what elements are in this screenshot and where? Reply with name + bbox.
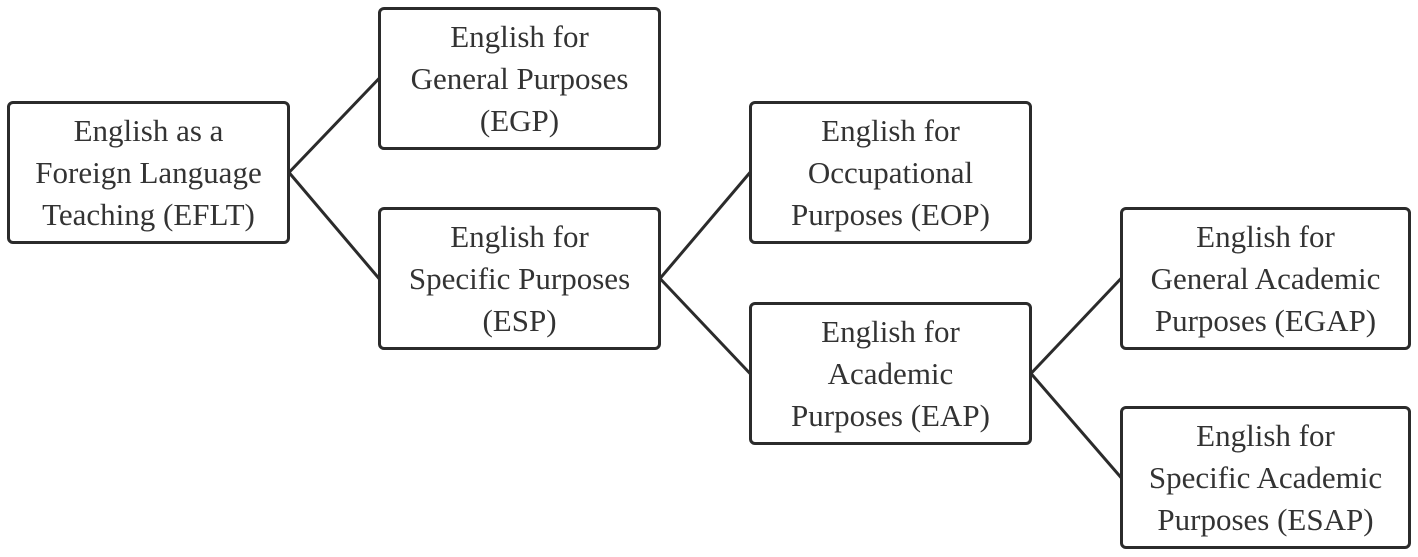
node-label-egp: English for General Purposes (EGP) — [411, 16, 629, 142]
edge-eflt-to-egp — [287, 77, 381, 174]
node-eflt-line-2: Foreign Language — [35, 154, 262, 190]
node-eap-line-1: English for — [821, 313, 960, 349]
node-label-esp: English for Specific Purposes (ESP) — [409, 216, 630, 342]
node-esp-line-1: English for — [450, 218, 589, 254]
node-eflt: English as a Foreign Language Teaching (… — [7, 101, 290, 244]
node-esp: English for Specific Purposes (ESP) — [378, 207, 661, 350]
node-egap-line-1: English for — [1196, 218, 1335, 254]
edge-esp-to-eop — [658, 171, 752, 280]
node-eop: English for Occupational Purposes (EOP) — [749, 101, 1032, 244]
node-eop-line-1: English for — [821, 112, 960, 148]
node-egp-line-1: English for — [450, 18, 589, 54]
node-label-eop: English for Occupational Purposes (EOP) — [791, 110, 990, 236]
edge-eap-to-egap — [1029, 277, 1123, 375]
node-label-eap: English for Academic Purposes (EAP) — [791, 311, 990, 437]
edge-eap-to-esap — [1029, 372, 1123, 479]
node-label-egap: English for General Academic Purposes (E… — [1151, 216, 1381, 342]
node-eap-line-2: Academic — [827, 355, 954, 391]
node-eap-line-3: Purposes (EAP) — [791, 397, 990, 433]
node-esap: English for Specific Academic Purposes (… — [1120, 406, 1411, 549]
node-esap-line-2: Specific Academic — [1148, 459, 1383, 495]
node-eap: English for Academic Purposes (EAP) — [749, 302, 1032, 445]
node-eflt-line-3: Teaching (EFLT) — [42, 196, 255, 232]
node-egap-line-3: Purposes (EGAP) — [1154, 302, 1377, 338]
node-esap-line-1: English for — [1196, 417, 1335, 453]
node-eflt-line-1: English as a — [73, 112, 224, 148]
node-egp-line-3: (EGP) — [479, 102, 560, 138]
edge-eflt-to-esp — [287, 171, 381, 280]
node-label-eflt: English as a Foreign Language Teaching (… — [35, 110, 261, 236]
node-esp-line-3: (ESP) — [482, 302, 557, 338]
node-egap-line-2: General Academic — [1150, 260, 1381, 296]
edge-esp-to-eap — [658, 277, 752, 375]
node-label-esap: English for Specific Academic Purposes (… — [1149, 415, 1382, 541]
node-esp-line-2: Specific Purposes — [408, 260, 631, 296]
node-eop-line-3: Purposes (EOP) — [791, 196, 990, 232]
node-egap: English for General Academic Purposes (E… — [1120, 207, 1411, 350]
node-egp: English for General Purposes (EGP) — [378, 7, 661, 150]
node-esap-line-3: Purposes (ESAP) — [1157, 501, 1374, 537]
node-eop-line-2: Occupational — [807, 154, 974, 190]
node-egp-line-2: General Purposes — [410, 60, 629, 96]
